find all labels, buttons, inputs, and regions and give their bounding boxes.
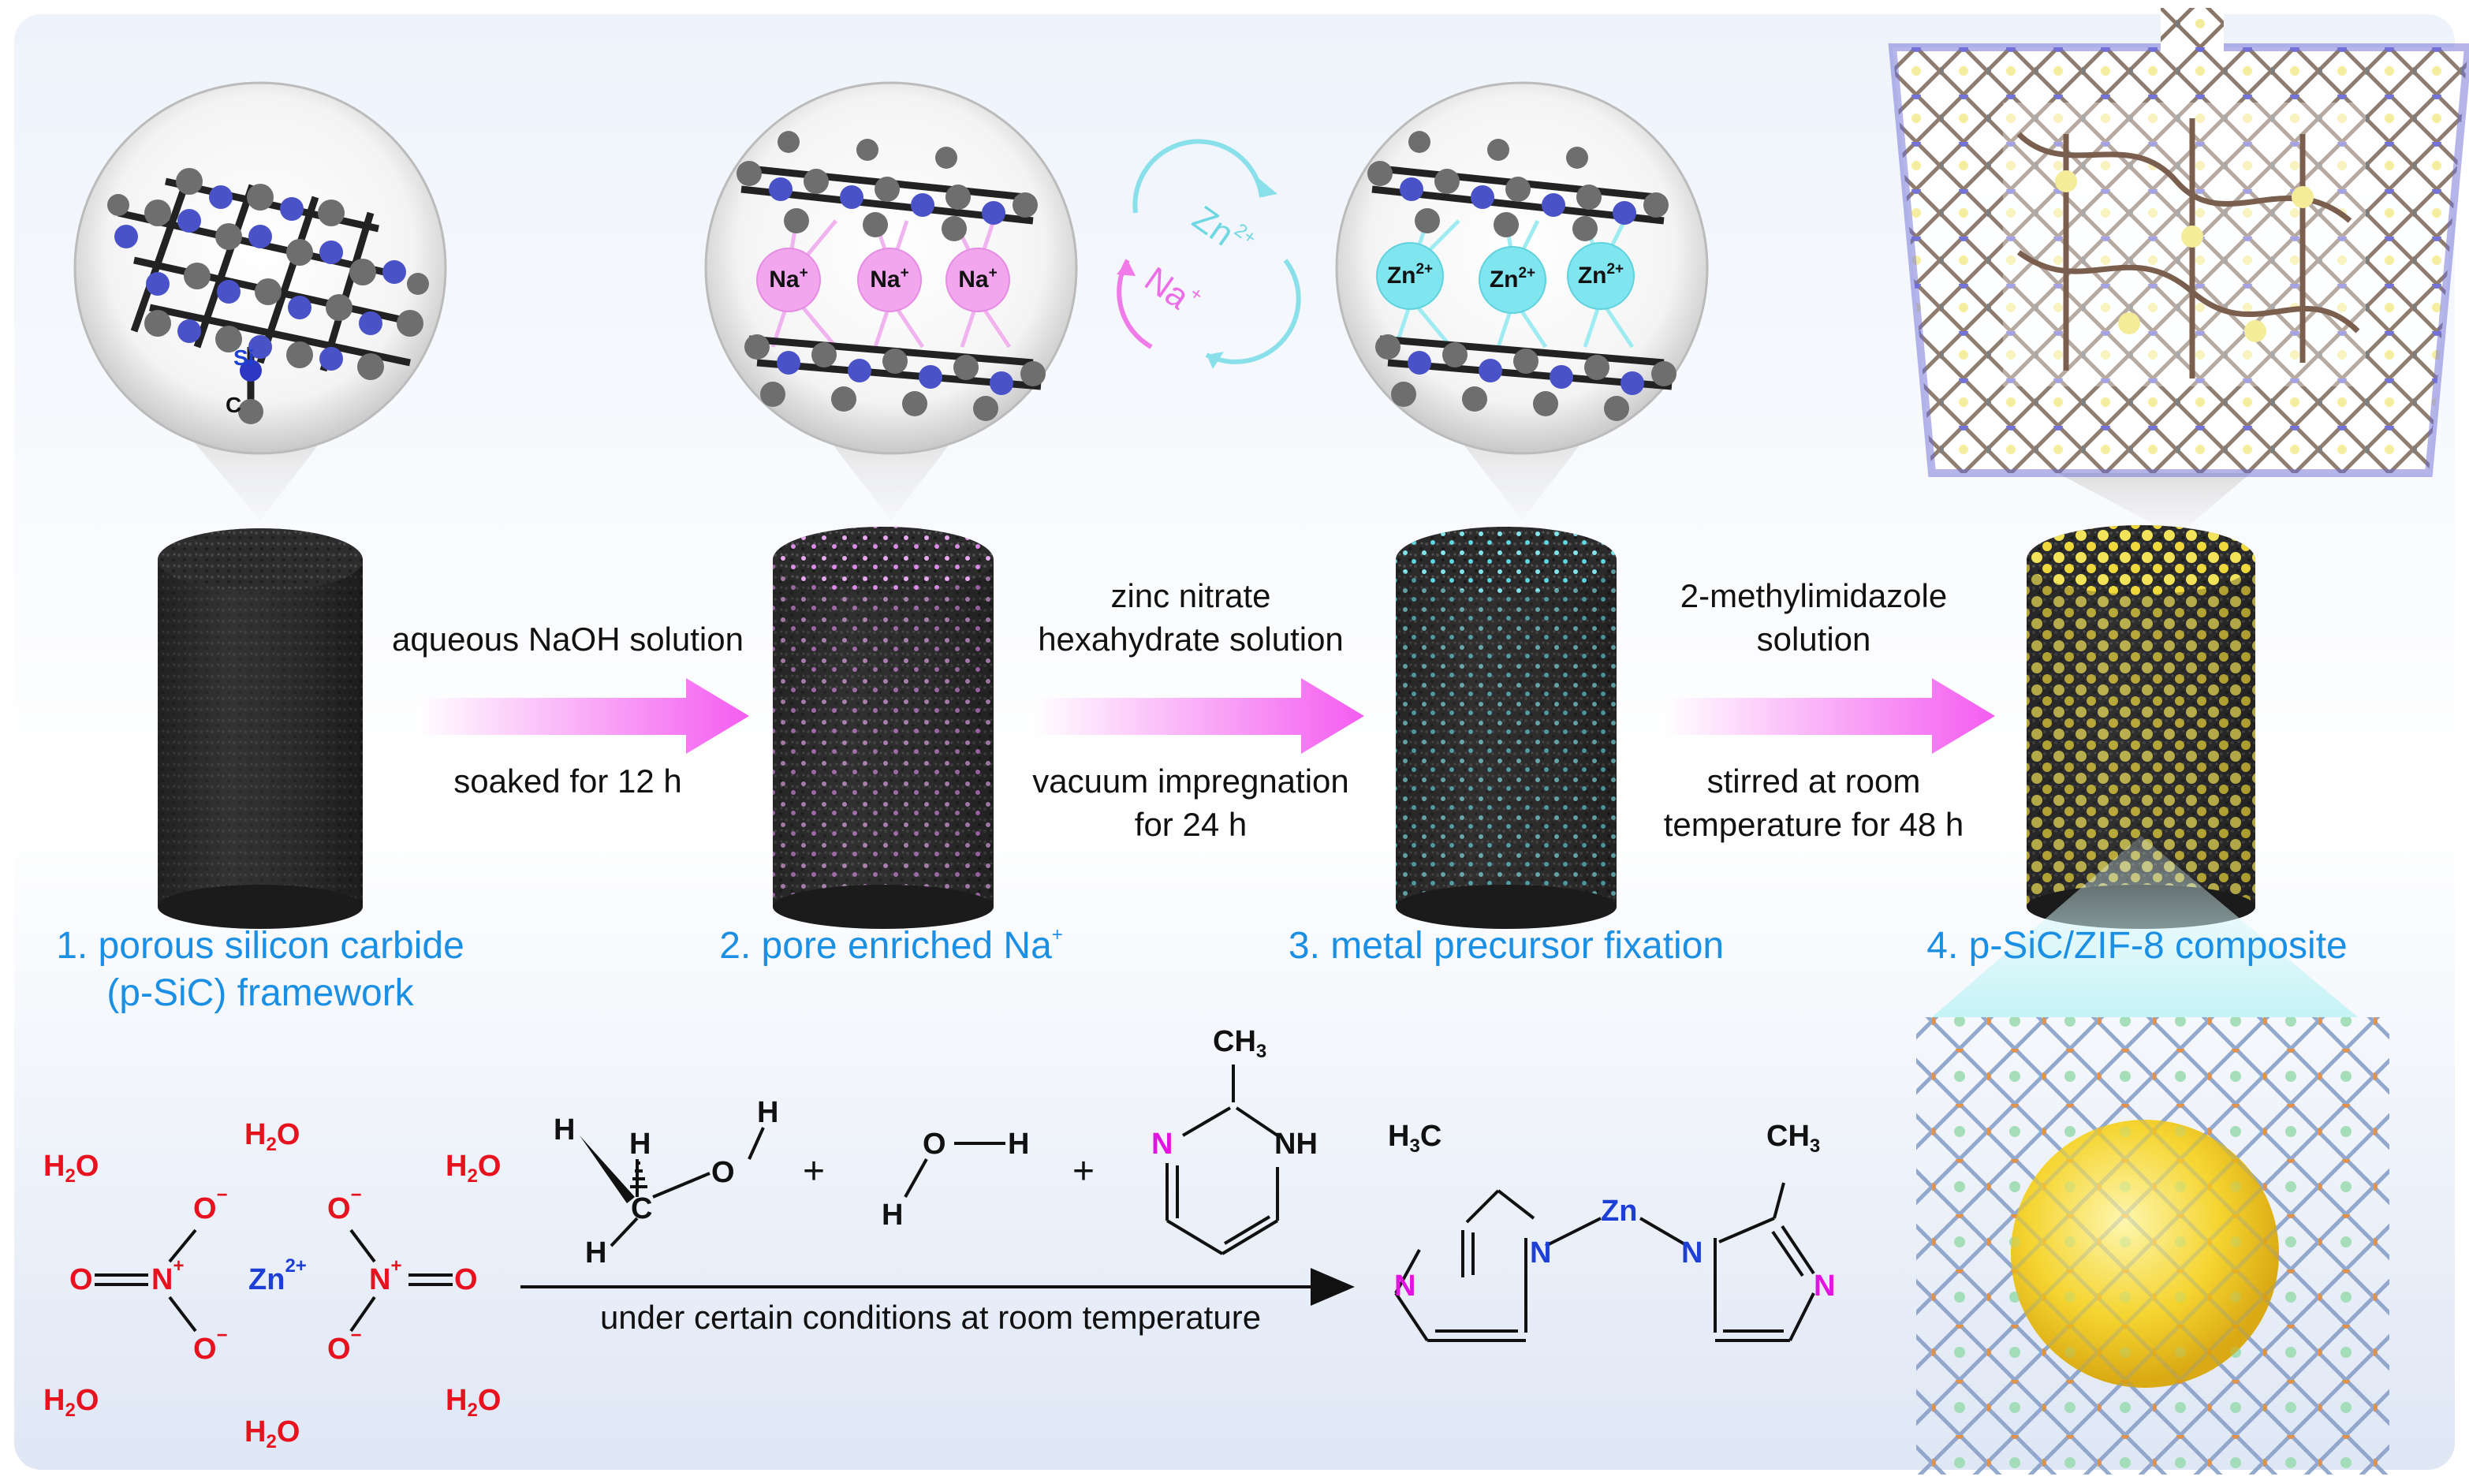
na-ion-1 xyxy=(756,248,821,312)
process-arrow-2 xyxy=(1033,678,1364,754)
product-n-left: N xyxy=(1530,1236,1552,1270)
water-4: H2O xyxy=(43,1384,99,1421)
na-ion-label-1: Na+ xyxy=(769,265,808,293)
mim-n: N xyxy=(1151,1128,1173,1161)
step2-lattice-bubble xyxy=(704,81,1078,520)
zn-ion-label-2: Zn2+ xyxy=(1489,265,1536,293)
background-panel xyxy=(14,14,2455,1470)
mim-nh: NH xyxy=(1274,1128,1318,1161)
nitrate2-n: N+ xyxy=(369,1255,402,1297)
mim-ch3: CH3 xyxy=(1213,1025,1267,1062)
process-arrow-1 xyxy=(418,678,749,754)
water-3: H2O xyxy=(446,1150,502,1187)
step3-label: 3. metal precursor fixation xyxy=(1288,925,1725,967)
step3-lattice-bubble xyxy=(1335,81,1709,520)
methanol-hash-wedge xyxy=(630,1161,647,1188)
atom-si-label: Si xyxy=(233,345,255,370)
arrow1-top-text: aqueous NaOH solution xyxy=(392,621,744,658)
arrow3-top-line1: 2-methylimidazole xyxy=(1680,577,1948,614)
cylinder-zn-fixed xyxy=(1396,527,1617,929)
nitrate1-o-top: O− xyxy=(193,1184,228,1226)
product-n-left-ring: N xyxy=(1394,1270,1416,1303)
arrow2-top-line2: hexahydrate solution xyxy=(1038,621,1344,658)
arrow3-bottom-line1: stirred at room xyxy=(1706,763,1921,800)
arrow2-bottom-line2: for 24 h xyxy=(1134,806,1248,843)
arrow3-bottom-line2: temperature for 48 h xyxy=(1663,806,1964,843)
water-6: H2O xyxy=(446,1384,502,1421)
methanol-h-bottom: H xyxy=(585,1236,607,1270)
product-zn: Zn xyxy=(1601,1195,1638,1228)
zn-ion-1 xyxy=(1376,242,1444,310)
reaction-condition: under certain conditions at room tempera… xyxy=(599,1299,1262,1336)
step4-label: 4. p-SiC/ZIF-8 composite xyxy=(1926,925,2348,967)
na-ion-label-2: Na+ xyxy=(870,265,909,293)
cylinder-p-sic xyxy=(158,528,363,929)
zn-ion-label-1: Zn2+ xyxy=(1386,261,1434,289)
ion-exchange-cycle xyxy=(1117,139,1301,369)
zif8-cage xyxy=(1916,1017,2389,1475)
methanol-h-top: H xyxy=(629,1128,651,1161)
product-ch3: CH3 xyxy=(1766,1120,1821,1157)
arrow2-bottom-line1: vacuum impregnation xyxy=(1032,763,1349,800)
zif8-zoom-cone xyxy=(1932,836,2358,1017)
water-5: H2O xyxy=(244,1415,300,1452)
nitrate2-o-double: O xyxy=(454,1263,478,1296)
nitrate1-n: N+ xyxy=(151,1255,185,1297)
water-1: H2O xyxy=(43,1150,99,1187)
nitrate2-o-bottom: O− xyxy=(327,1325,362,1367)
zinc-ion: Zn2+ xyxy=(248,1255,307,1297)
step1-label-line2: (p-SiC) framework xyxy=(106,972,414,1014)
atom-c-label: C xyxy=(226,393,242,417)
arrow2-top-line1: zinc nitrate xyxy=(1110,577,1271,614)
zn-ion-3 xyxy=(1567,242,1635,310)
water-mol-h-bottom: H xyxy=(882,1199,904,1232)
na-ion-2 xyxy=(857,248,922,312)
plus-sign-1: + xyxy=(803,1150,826,1192)
nitrate2-o-top: O− xyxy=(327,1184,362,1226)
na-ion-label-3: Na+ xyxy=(958,265,998,293)
product-n-right: N xyxy=(1681,1236,1703,1270)
water-2: H2O xyxy=(244,1118,300,1155)
product-h3c: H3C xyxy=(1388,1120,1442,1157)
methanol-bold-wedge xyxy=(580,1135,635,1203)
methanol-h-left: H xyxy=(554,1113,576,1147)
cylinder-na-enriched xyxy=(773,527,994,929)
zn-ion-label-3: Zn2+ xyxy=(1577,261,1624,289)
arrow3-top-line2: solution xyxy=(1756,621,1871,658)
methanol-h-right: H xyxy=(757,1096,779,1129)
step2-label: 2. pore enriched Na+ xyxy=(719,924,1063,967)
methanol-o: O xyxy=(711,1156,735,1189)
arrow1-bottom-text: soaked for 12 h xyxy=(453,763,682,800)
plus-sign-2: + xyxy=(1072,1150,1095,1192)
process-arrow-3 xyxy=(1664,678,1995,754)
zn-ion-2 xyxy=(1479,246,1546,314)
zif8-framework-structure xyxy=(1888,8,2469,536)
step1-lattice-bubble xyxy=(73,81,447,520)
nitrate1-o-double: O xyxy=(69,1263,93,1296)
methanol-c: C xyxy=(631,1192,653,1225)
step1-label-line1: 1. porous silicon carbide xyxy=(56,925,464,967)
nitrate1-o-bottom: O− xyxy=(193,1325,228,1367)
na-ion-3 xyxy=(945,248,1010,312)
product-n-right-ring: N xyxy=(1814,1270,1836,1303)
water-mol-h-right: H xyxy=(1008,1128,1030,1161)
water-mol-o: O xyxy=(923,1128,946,1161)
